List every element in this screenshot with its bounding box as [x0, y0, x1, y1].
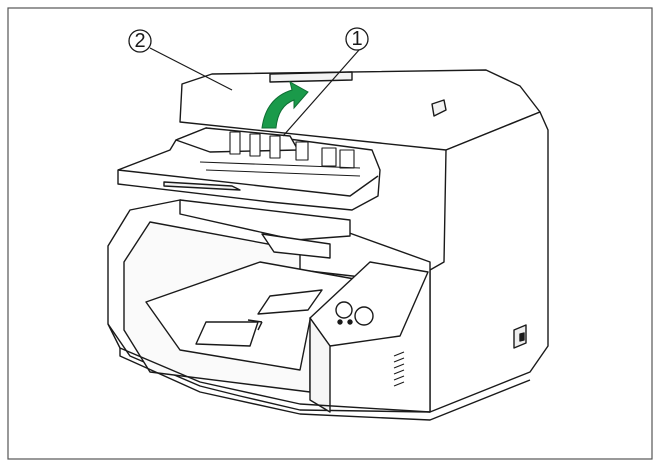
figure-frame [7, 7, 653, 460]
lift-arrow-icon [261, 81, 309, 129]
callout-2-label: 2 [134, 30, 145, 52]
callout-2: 2 [128, 29, 152, 53]
callout-2-leader [149, 47, 233, 91]
scanner-right-side [429, 111, 549, 413]
top-cover [179, 69, 541, 151]
vent-slots [393, 351, 405, 387]
scanner-body [107, 69, 549, 421]
callout-1-label: 1 [351, 28, 362, 50]
callout-1-leader [282, 49, 360, 137]
start-button [335, 301, 353, 319]
stop-button [354, 306, 374, 326]
document-feed-tray [117, 127, 381, 211]
callout-1: 1 [345, 27, 369, 51]
